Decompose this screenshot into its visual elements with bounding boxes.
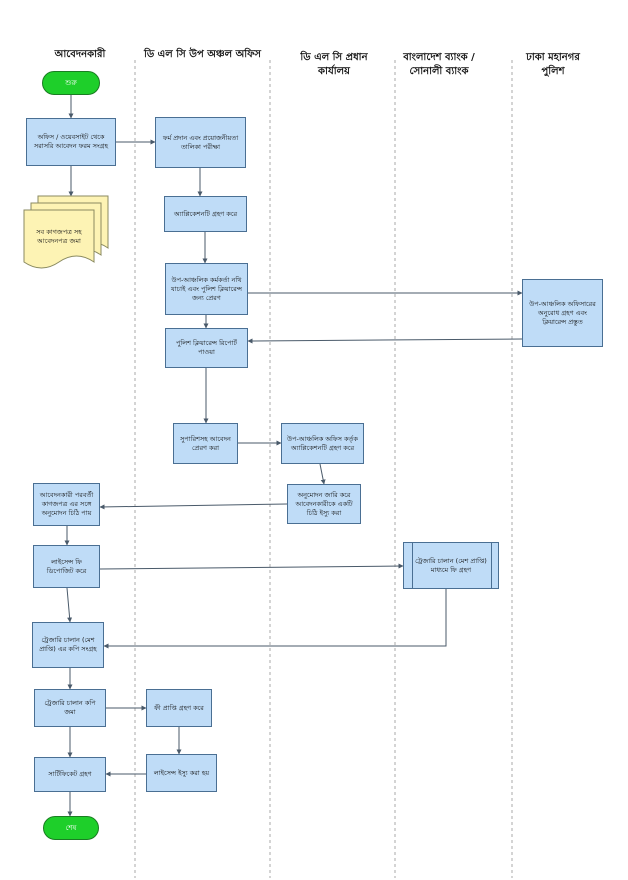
lane-title-applicant: আবেদনকারী [54,49,106,60]
connector-fee-to-bank [99,563,404,570]
lane-title-head-office: ডি এল সি প্রধান কার্যালয় [300,52,368,77]
approve-and-letter-step: অনুমোদন জারি করে আবেদনকারীকে একটি চিঠি ই… [287,484,361,524]
receive-approval-letter-step: আবেদনকারী পরবর্তী কাগজপত্র এর সঙ্গে অনুম… [33,483,100,526]
receive-fee-step: ফী প্রাপ্তি গ্রহণ করে [146,689,212,727]
bank-challan-label: ট্রেজারি চালান (মেশ প্রাপ্তি) মাধ্যমে ফি… [415,556,487,574]
lane-title-bank: বাংলাদেশ ব্যাংক / সোনালী ব্যাংক [403,52,475,77]
police-report-step: পুলিশ ক্লিয়ারেন্স রিপোর্ট পাওয়া [165,328,248,368]
regional-accept-step: উপ-আঞ্চলিক অফিস কর্তৃক অ্যাপ্লিকেশনটি গ্… [281,423,364,464]
connector-police-to-report [247,338,523,344]
connector-bank-to-copy [103,589,447,649]
submit-documents-step: সব কাগজপত্র সহ আবেদনপত্র জমা [36,228,82,245]
license-fee-deposit-step: লাইসেন্স ফি ডিপোজিট করে [33,545,100,588]
issue-license-step: লাইসেন্স ইস্যু করা হয় [146,754,217,792]
subprocess-right-bar [491,543,492,588]
connector-fee-to-copy [66,587,73,623]
verify-documents-step: ফর্ম প্রদান এবং প্রয়োজনীয়তা তালিকা পরী… [155,117,246,168]
lane-title-police: ঢাকা মহানগর পুলিশ [526,52,580,77]
lane-title-sub-regional-office: ডি এল সি উপ অঞ্চল অফিস [143,49,262,60]
subprocess-left-bar [412,543,413,588]
start-terminal: শুরু [42,71,100,95]
police-prepare-step: উপ-আঞ্চলিক অফিসারের অনুরোধ গ্রহণ এবং ক্ল… [522,279,603,347]
forward-application-step: সুপারিশসহ আবেদন প্রেরণ করা [173,423,238,464]
send-for-clearance-step: উপ-আঞ্চলিক কর্মকর্তা নথি যাচাই এবং পুলিশ… [165,263,248,315]
submit-challan-step: ট্রেজারি চালান কপি জমা [34,689,106,727]
accept-application-step: অ্যাপ্লিকেশনটি গ্রহণ করে [164,196,247,232]
document-sheet-3 [23,209,95,269]
end-terminal: শেষ [43,816,99,840]
challan-copy-step: ট্রেজারি চালান (মেশ প্রাপ্তি) এর কপি সংগ… [32,622,104,668]
connector-regional-to-approve [319,463,326,485]
certificate-step: সার্টিফিকেট গ্রহণ [34,757,106,792]
collect-form-step: অফিস / ওয়েবসাইট থেকে সরাসরি আবেদন ফরম স… [26,118,116,166]
connector-approve-to-receive [99,503,288,510]
bank-challan-subprocess: ট্রেজারি চালান (মেশ প্রাপ্তি) মাধ্যমে ফি… [403,542,499,589]
